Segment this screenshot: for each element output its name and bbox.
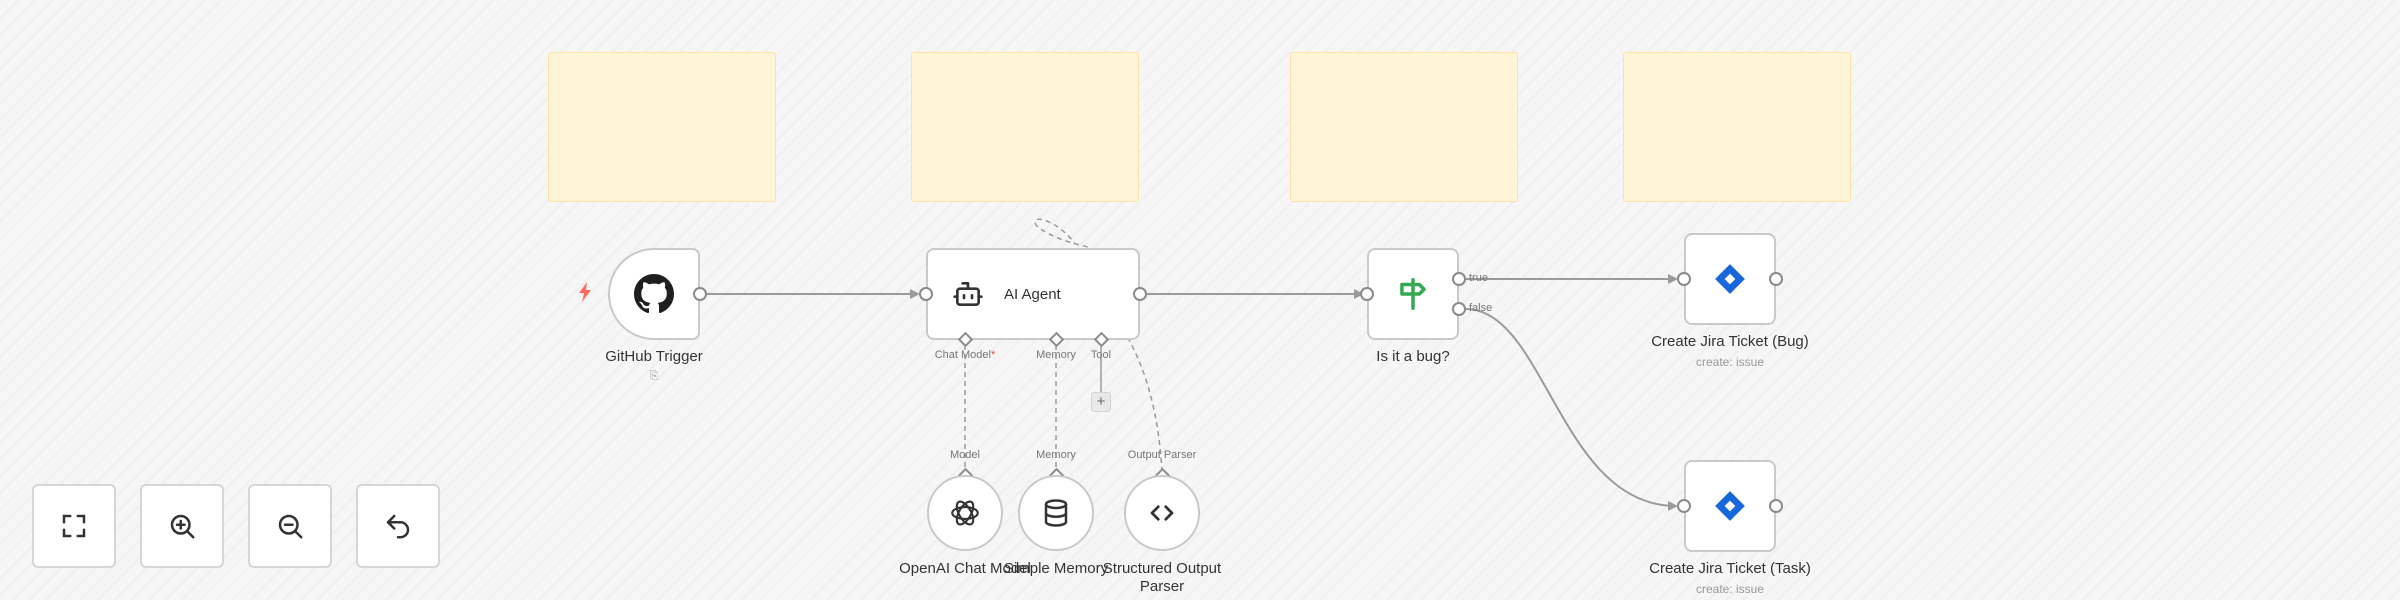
memory-output-handle-label: Memory xyxy=(1036,449,1076,461)
tool-handle-label: Tool xyxy=(1090,349,1112,361)
false-output-port[interactable] xyxy=(1452,302,1466,316)
true-output-port[interactable] xyxy=(1452,272,1466,286)
pin-icon: ⎘ xyxy=(649,370,659,382)
structured-output-parser-label: Structured Output xyxy=(1102,560,1222,577)
ai-agent-output-port[interactable] xyxy=(1133,287,1147,301)
structured-output-parser-node[interactable] xyxy=(1124,475,1200,551)
reset-zoom-button[interactable] xyxy=(356,484,440,568)
openai-icon xyxy=(951,500,979,526)
ai-agent-input-port[interactable] xyxy=(919,287,933,301)
database-icon xyxy=(1044,499,1068,527)
openai-chat-model-node[interactable] xyxy=(927,475,1003,551)
create-jira-ticket-bug-node[interactable] xyxy=(1684,233,1776,325)
github-trigger-label: GitHub Trigger xyxy=(605,348,703,365)
zoom-in-icon xyxy=(170,514,195,539)
sticky-note[interactable] xyxy=(1623,52,1851,202)
edge-parser-to-agent[interactable] xyxy=(1034,218,1163,473)
structured-output-parser-label-line2: Parser xyxy=(1139,578,1185,595)
jira-icon xyxy=(1715,264,1745,294)
create-jira-ticket-task-label: Create Jira Ticket (Task) xyxy=(1649,560,1811,577)
true-output-label: true xyxy=(1469,272,1488,284)
fullscreen-icon xyxy=(62,514,86,538)
github-trigger-output-port[interactable] xyxy=(693,287,707,301)
create-jira-ticket-bug-subtitle: create: issue xyxy=(1695,355,1765,369)
is-it-a-bug-node[interactable] xyxy=(1367,248,1459,340)
false-output-label: false xyxy=(1469,302,1493,314)
add-tool-button[interactable]: + xyxy=(1091,392,1111,412)
zoom-out-button[interactable] xyxy=(248,484,332,568)
create-jira-ticket-bug-label: Create Jira Ticket (Bug) xyxy=(1651,333,1809,350)
chat-model-handle-label: Chat Model* xyxy=(934,349,996,361)
github-icon xyxy=(634,274,674,314)
openai-chat-model-label: OpenAI Chat Model xyxy=(899,560,1031,577)
model-handle-label: Model xyxy=(950,449,980,461)
is-it-a-bug-input-port[interactable] xyxy=(1360,287,1374,301)
ai-agent-node[interactable]: AI Agent xyxy=(926,248,1140,340)
memory-handle-label: Memory xyxy=(1036,349,1076,361)
simple-memory-node[interactable] xyxy=(1018,475,1094,551)
undo-icon xyxy=(386,514,410,539)
output-parser-handle-label: Output Parser xyxy=(1127,449,1197,461)
create-jira-ticket-task-node[interactable] xyxy=(1684,460,1776,552)
robot-icon xyxy=(953,282,983,306)
jira-task-output-port[interactable] xyxy=(1769,499,1783,513)
fit-view-button[interactable] xyxy=(32,484,116,568)
jira-bug-output-port[interactable] xyxy=(1769,272,1783,286)
ai-agent-label: AI Agent xyxy=(1004,285,1061,303)
code-brackets-icon xyxy=(1150,505,1174,521)
required-mark: * xyxy=(990,349,996,361)
sticky-note[interactable] xyxy=(911,52,1139,202)
github-trigger-node[interactable] xyxy=(608,248,700,340)
jira-bug-input-port[interactable] xyxy=(1677,272,1691,286)
bolt-icon xyxy=(579,282,591,302)
zoom-in-button[interactable] xyxy=(140,484,224,568)
jira-task-input-port[interactable] xyxy=(1677,499,1691,513)
sticky-note[interactable] xyxy=(548,52,776,202)
is-it-a-bug-label: Is it a bug? xyxy=(1376,348,1450,365)
signpost-icon xyxy=(1400,278,1426,310)
sticky-note[interactable] xyxy=(1290,52,1518,202)
jira-icon xyxy=(1715,491,1745,521)
zoom-out-icon xyxy=(278,514,303,539)
simple-memory-label: Simple Memory xyxy=(1003,560,1109,577)
edge-false-to-jira-task[interactable] xyxy=(1465,308,1678,511)
create-jira-ticket-task-subtitle: create: issue xyxy=(1695,582,1765,596)
